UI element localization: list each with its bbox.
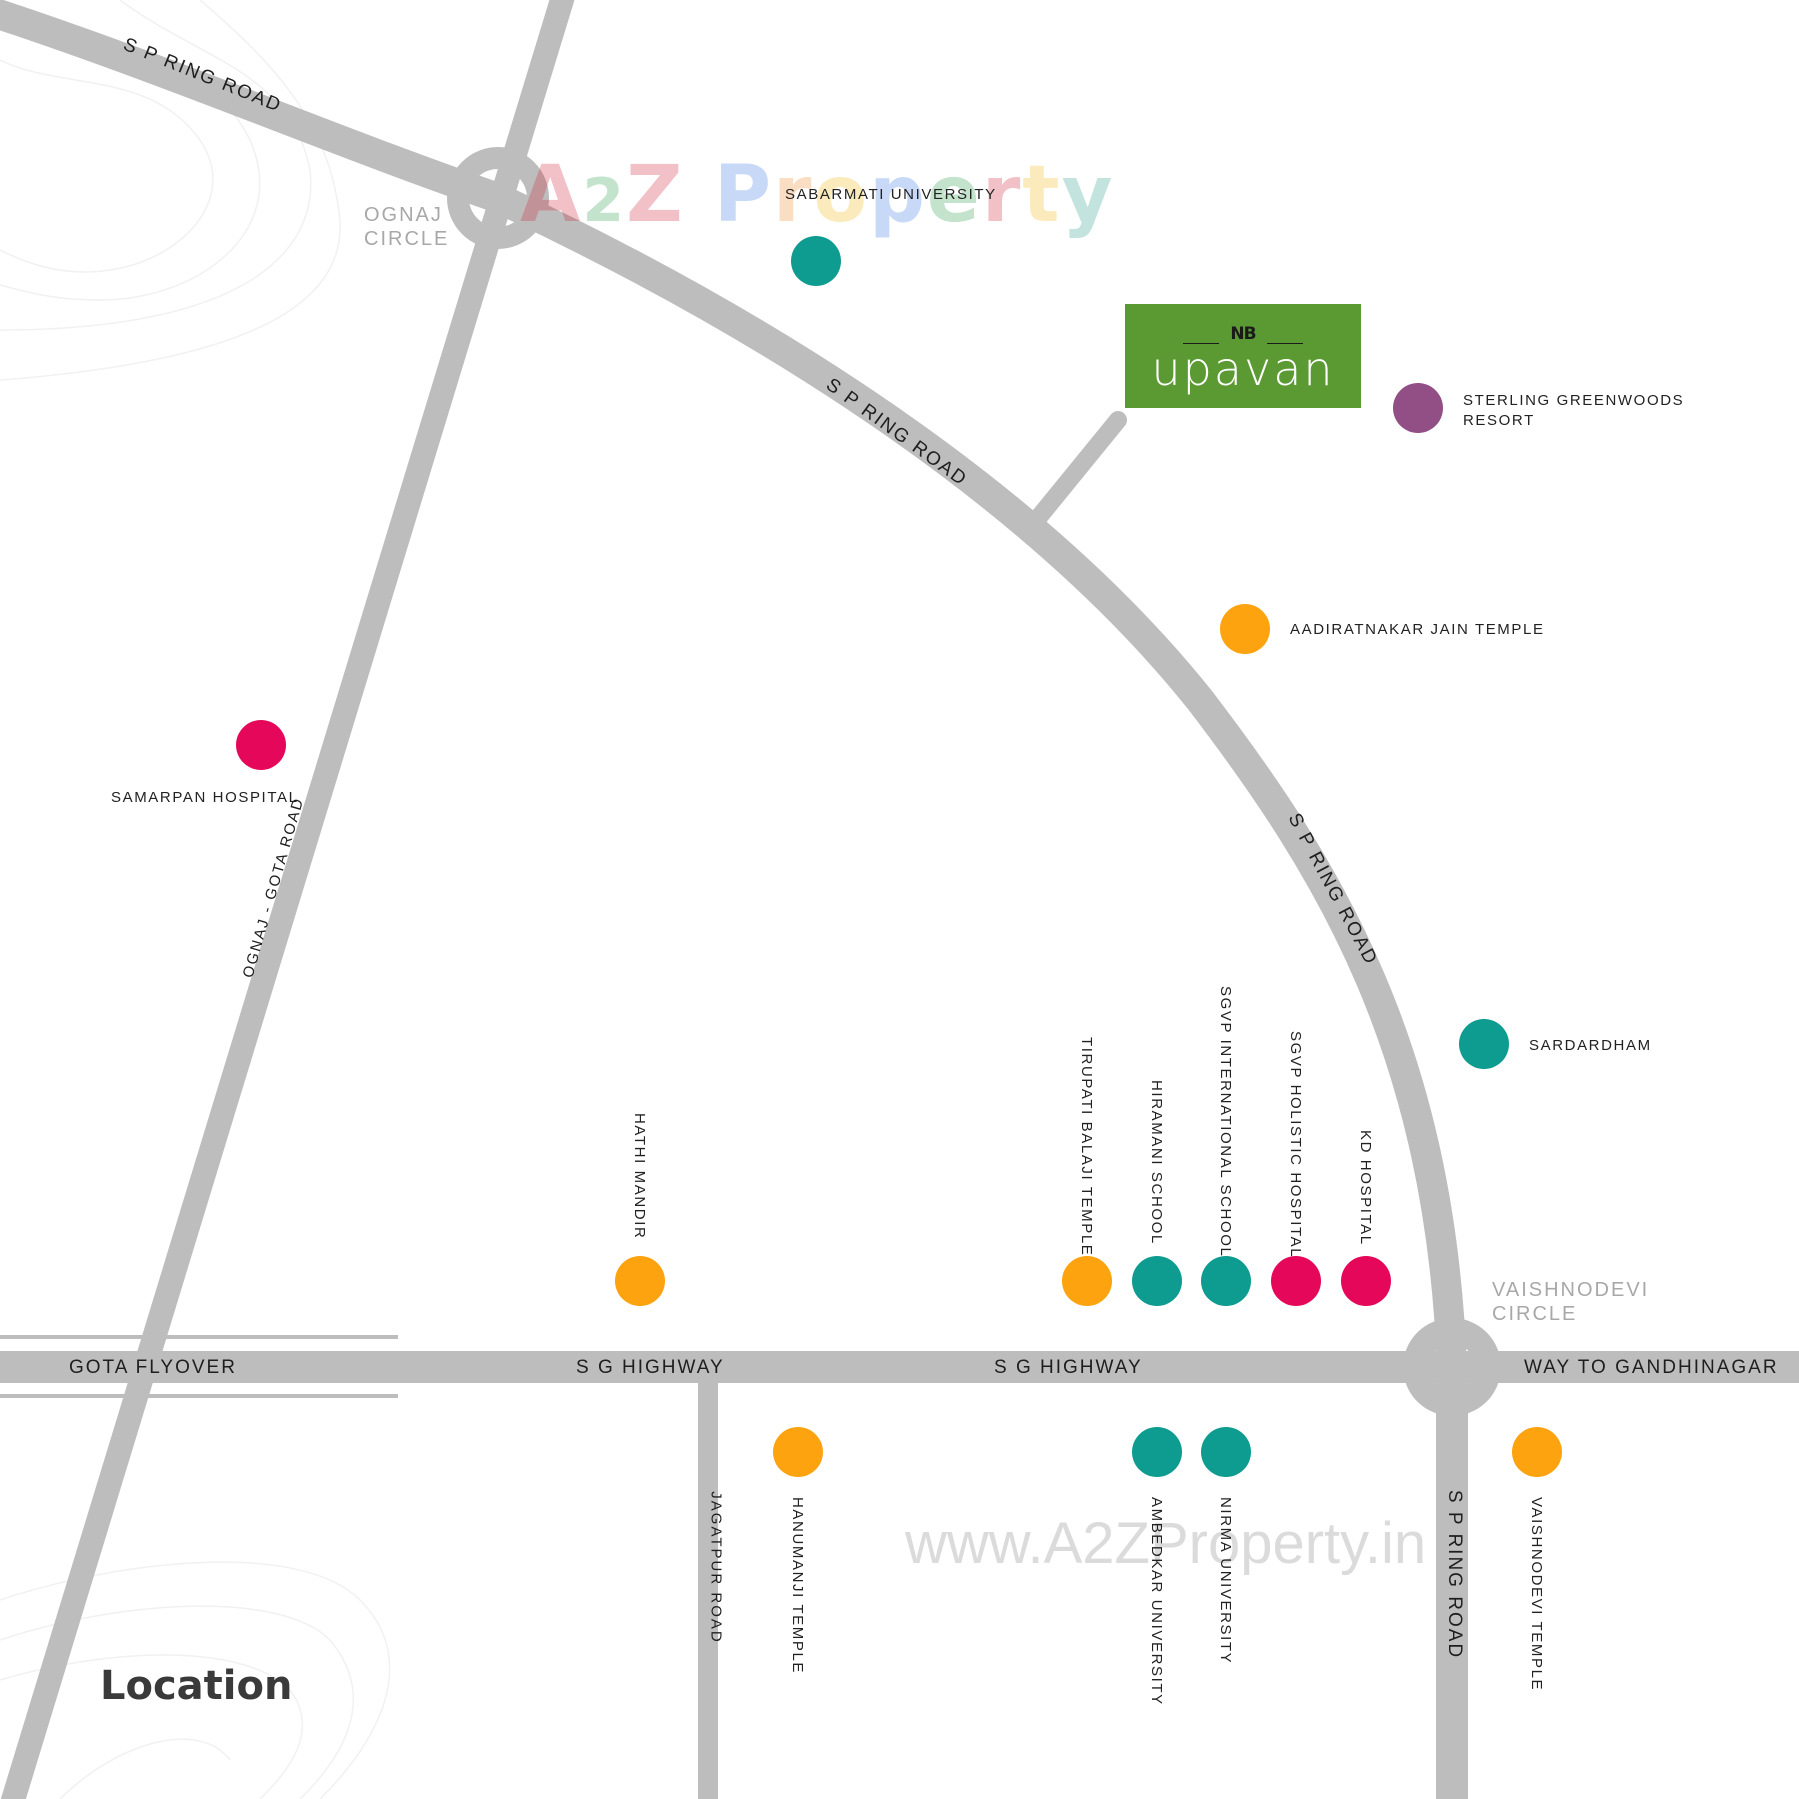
landmark-label: STERLING GREENWOODS RESORT xyxy=(1463,392,1685,429)
landmark-label: HATHI MANDIR xyxy=(631,1113,648,1240)
watermark-bottom: www.A2ZProperty.in xyxy=(905,1511,1427,1576)
landmark-label: AMBEDKAR UNIVERSITY xyxy=(1148,1497,1165,1706)
logo-project-name: upavan xyxy=(1151,342,1335,396)
religious-marker-icon xyxy=(1220,604,1270,654)
religious-marker-icon xyxy=(1512,1427,1562,1477)
landmark-label: SGVP HOLISTIC HOSPITAL xyxy=(1287,1031,1304,1259)
education-marker-icon xyxy=(1201,1427,1251,1477)
education-marker-icon xyxy=(1201,1256,1251,1306)
ognaj-circle-roundabout xyxy=(447,147,549,249)
road-label-sp-ring-bottom: S P RING ROAD xyxy=(1444,1489,1466,1660)
landmark-label: SGVP INTERNATIONAL SCHOOL xyxy=(1217,986,1234,1258)
religious-marker-icon xyxy=(615,1256,665,1306)
road-label-jagatpur: JAGATPUR ROAD xyxy=(707,1491,725,1644)
road-label-sg-highway-1: S G HIGHWAY xyxy=(576,1357,725,1378)
landmark-label: SAMARPAN HOSPITAL xyxy=(111,789,299,806)
education-marker-icon xyxy=(1132,1427,1182,1477)
road-label-way-to-gandhinagar: WAY TO GANDHINAGAR xyxy=(1524,1357,1779,1378)
education-marker-icon xyxy=(1132,1256,1182,1306)
logo-rule-right xyxy=(1267,343,1303,344)
religious-marker-icon xyxy=(773,1427,823,1477)
landmark-label: KD HOSPITAL xyxy=(1357,1130,1374,1246)
hospital-marker-icon xyxy=(236,720,286,770)
landmark-label: SABARMATI UNIVERSITY xyxy=(785,186,997,203)
landmark-label: AADIRATNAKAR JAIN TEMPLE xyxy=(1290,621,1545,638)
hospital-marker-icon xyxy=(1341,1256,1391,1306)
ognaj-circle-label: OGNAJ CIRCLE xyxy=(364,204,450,250)
watermark-top: A2Z Property xyxy=(520,150,1115,240)
page-title: Location xyxy=(100,1663,293,1709)
logo-brand-nb: NB xyxy=(1230,324,1256,344)
landmark-label: SARDARDHAM xyxy=(1529,1037,1652,1054)
landmark-label: HIRAMANI SCHOOL xyxy=(1148,1080,1165,1245)
contour-lines xyxy=(0,0,391,1799)
vaishnodevi-circle-label: VAISHNODEVI CIRCLE xyxy=(1492,1279,1650,1325)
landmark-label: VAISHNODEVI TEMPLE xyxy=(1528,1497,1545,1692)
project-logo-upavan: NB upavan xyxy=(1125,304,1361,408)
leisure-marker-icon xyxy=(1393,383,1443,433)
education-marker-icon xyxy=(1459,1019,1509,1069)
landmark-label: NIRMA UNIVERSITY xyxy=(1217,1497,1234,1665)
road-label-sg-highway-2: S G HIGHWAY xyxy=(994,1357,1143,1378)
education-marker-icon xyxy=(791,236,841,286)
logo-rule-left xyxy=(1183,343,1219,344)
vaishnodevi-circle-roundabout xyxy=(1403,1318,1501,1416)
hospital-marker-icon xyxy=(1271,1256,1321,1306)
road-label-gota-flyover: GOTA FLYOVER xyxy=(69,1357,237,1378)
landmark-label: HANUMANJI TEMPLE xyxy=(789,1497,806,1675)
religious-marker-icon xyxy=(1062,1256,1112,1306)
landmark-label: TIRUPATI BALAJI TEMPLE xyxy=(1078,1037,1095,1257)
